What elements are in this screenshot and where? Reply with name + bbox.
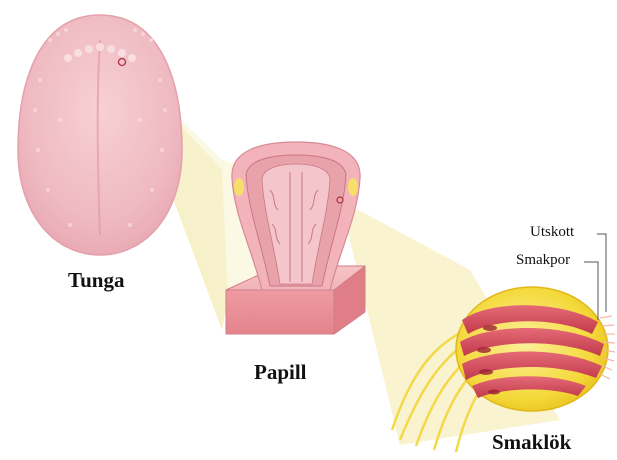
tongue-illustration (18, 15, 182, 255)
projection-label: Utskott (530, 224, 574, 241)
taste-bud-label: Smaklök (492, 430, 571, 455)
tongue-label: Tunga (68, 268, 124, 293)
taste-pore-label: Smakpor (516, 252, 570, 269)
papilla-illustration (226, 142, 365, 334)
papilla-label: Papill (254, 360, 307, 385)
